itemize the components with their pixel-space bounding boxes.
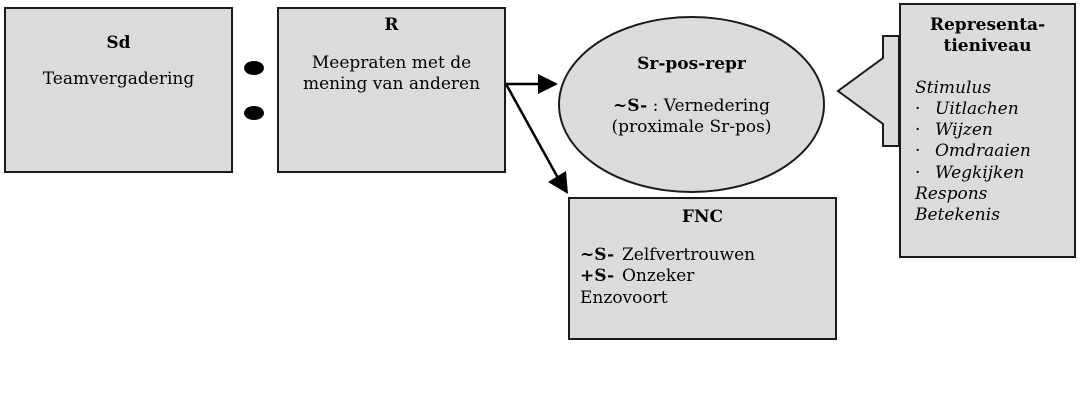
bullet-icon: · — [915, 141, 921, 162]
fnc-row: +S- Onzeker — [580, 266, 835, 287]
representatie-box: Representa- tieniveau Stimulus · Uitlache… — [899, 3, 1076, 258]
r-text-line2: mening van anderen — [302, 74, 481, 95]
r-title: R — [384, 15, 399, 35]
representatie-block-arrow — [836, 35, 900, 147]
representatie-title: Representa- tieniveau — [901, 15, 1074, 58]
stimulus-item-text: Wegkijken — [935, 162, 1025, 183]
fnc-row-text: Zelfvertrouwen — [622, 245, 756, 265]
sd-text: Teamvergadering — [42, 69, 195, 89]
fnc-row-symbol: +S- — [580, 266, 615, 287]
betekenis-label: Betekenis — [915, 205, 1000, 225]
representatie-title-line2: tieniveau — [943, 36, 1032, 57]
sr-pos-line1: ~S- : Vernedering — [560, 96, 823, 117]
sr-pos-prefix: ~S- — [613, 96, 648, 116]
fnc-title: FNC — [681, 207, 724, 227]
arrow-r-to-sr-head — [538, 74, 558, 94]
respons-label: Respons — [915, 183, 988, 204]
fnc-row-text: Onzeker — [622, 266, 695, 287]
arrow-r-to-fnc-line — [504, 83, 560, 179]
bullet-icon: · — [915, 98, 921, 119]
fnc-row-symbol: ~S- — [580, 245, 615, 265]
stimulus-item: · Wegkijken — [915, 163, 1074, 184]
fnc-row: ~S- Zelfvertrouwen — [580, 245, 835, 266]
sd-box: Sd Teamvergadering — [4, 7, 233, 173]
bullet-icon: · — [915, 162, 921, 183]
fnc-box: FNC ~S- Zelfvertrouwen +S- Onzeker Enzovoo… — [568, 197, 837, 340]
representatie-list: Stimulus · Uitlachen · Wijzen · Omdraaien ·… — [915, 78, 1074, 227]
sd-title: Sd — [106, 33, 131, 53]
stimulus-item: · Wijzen — [915, 120, 1074, 141]
colon-dot-top — [244, 61, 264, 75]
fnc-lines: ~S- Zelfvertrouwen +S- Onzeker Enzovoort — [580, 245, 835, 309]
stimulus-item-text: Omdraaien — [935, 141, 1031, 162]
r-text: Meepraten met de mening van anderen — [279, 53, 504, 96]
stimulus-item: · Uitlachen — [915, 99, 1074, 120]
colon-dot-bottom — [244, 106, 264, 120]
arrow-r-to-fnc-head — [548, 171, 568, 194]
stimulus-item: · Omdraaien — [915, 141, 1074, 162]
stimulus-item-text: Wijzen — [935, 120, 993, 140]
sr-pos-ellipse: Sr-pos-repr ~S- : Vernedering (proximale… — [558, 16, 825, 193]
sr-pos-title: Sr-pos-repr — [637, 54, 746, 74]
fnc-extra: Enzovoort — [580, 287, 668, 308]
representatie-title-line1: Representa- — [929, 15, 1046, 35]
r-box: R Meepraten met de mening van anderen — [277, 7, 506, 173]
stimulus-label: Stimulus — [915, 77, 992, 98]
bullet-icon: · — [915, 120, 921, 140]
r-text-line1: Meepraten met de — [311, 53, 472, 73]
sr-pos-text: ~S- : Vernedering (proximale Sr-pos) — [560, 96, 823, 139]
sr-pos-line1-rest: : Vernedering — [647, 96, 770, 116]
stimulus-item-text: Uitlachen — [935, 98, 1019, 119]
sr-pos-line2: (proximale Sr-pos) — [611, 117, 772, 138]
